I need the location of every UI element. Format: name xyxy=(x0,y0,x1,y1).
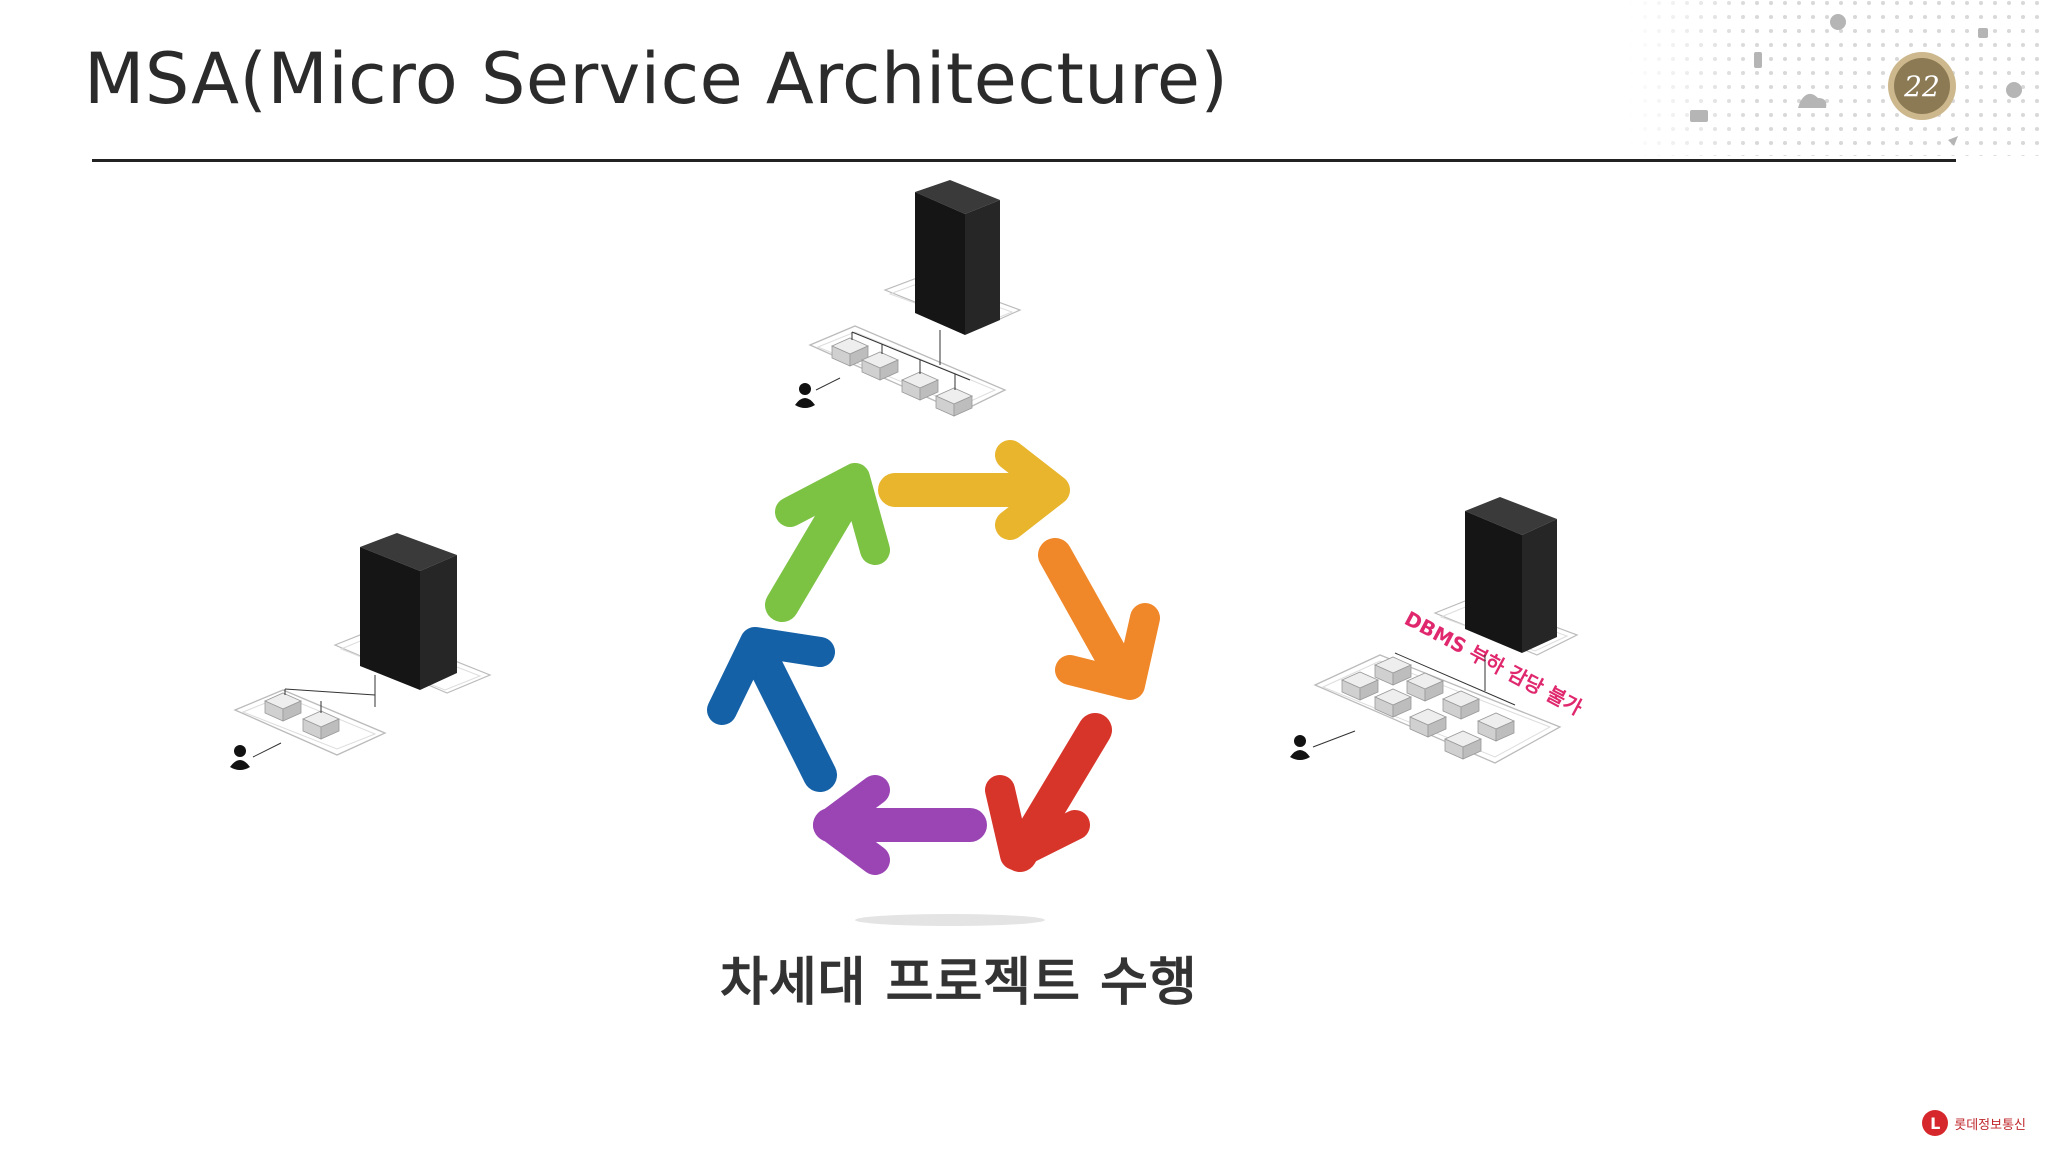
cycle-arrows-diagram xyxy=(707,440,1160,926)
purple-arrow-icon xyxy=(813,775,987,875)
orange-arrow-icon xyxy=(1038,538,1160,700)
server-diagram-left xyxy=(230,533,492,770)
anniversary-badge-icon: 22 xyxy=(1888,52,1956,120)
service-modules xyxy=(1341,656,1515,760)
server-icon xyxy=(915,180,1000,335)
logo-mark-icon: L xyxy=(1922,1110,1949,1136)
blue-arrow-icon xyxy=(707,627,837,792)
company-logo: L 롯데정보통신 xyxy=(1922,1110,2026,1136)
title-divider xyxy=(92,159,1956,162)
server-diagram-right: DBMS 부하 감당 불가 xyxy=(1290,497,1587,764)
yellow-arrow-icon xyxy=(878,440,1070,540)
badge-text: 22 xyxy=(1903,70,1940,103)
slide-title: MSA(Micro Service Architecture) xyxy=(84,38,1229,120)
green-arrow-icon xyxy=(765,463,890,622)
service-modules xyxy=(264,692,340,740)
service-modules xyxy=(831,337,973,417)
decorative-pattern: 22 xyxy=(1628,0,2048,156)
server-icon xyxy=(1465,497,1557,653)
user-icon xyxy=(230,745,250,770)
server-icon xyxy=(360,533,457,690)
cycle-caption: 차세대 프로젝트 수행 xyxy=(720,953,1198,1013)
logo-text: 롯데정보통신 xyxy=(1954,1117,2026,1133)
server-diagram-top xyxy=(795,180,1022,417)
user-icon xyxy=(1290,735,1310,760)
user-icon xyxy=(795,383,815,408)
red-arrow-icon xyxy=(985,713,1112,872)
